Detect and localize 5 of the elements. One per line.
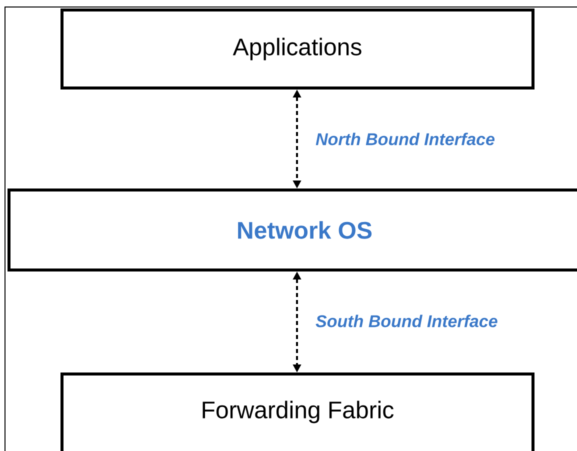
layer-box: Applications bbox=[60, 8, 534, 90]
edge-label: South Bound Interface bbox=[316, 314, 498, 328]
layer-box: Network OS bbox=[8, 188, 577, 272]
layer-box: Forwarding Fabric bbox=[60, 372, 534, 451]
edge-label: North Bound Interface bbox=[316, 132, 494, 146]
